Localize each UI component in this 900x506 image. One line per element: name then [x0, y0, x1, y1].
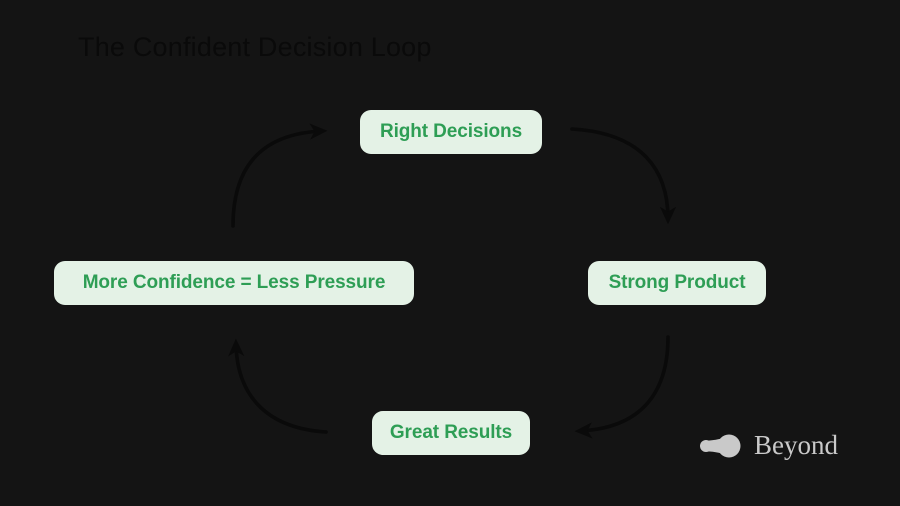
node-label: Right Decisions	[379, 121, 523, 142]
node-strong-product[interactable]: Strong Product	[588, 261, 766, 305]
node-more-confidence[interactable]: More Confidence = Less Pressure	[54, 261, 414, 305]
node-label: More Confidence = Less Pressure	[82, 272, 386, 293]
edge-bottom-left-arrow	[228, 338, 328, 434]
brand-logo: Beyond	[698, 432, 838, 459]
edge-bottom-right-arrow	[574, 335, 670, 439]
node-label: Great Results	[389, 422, 513, 443]
node-great-results[interactable]: Great Results	[372, 411, 530, 455]
comet-icon	[700, 434, 741, 457]
edge-top-left-arrow	[231, 123, 328, 228]
brand-name: Beyond	[754, 430, 838, 460]
node-right-decisions[interactable]: Right Decisions	[360, 110, 542, 154]
page-title: The Confident Decision Loop	[78, 32, 432, 62]
edge-top-right-arrow	[570, 127, 677, 225]
node-label: Strong Product	[608, 272, 746, 293]
